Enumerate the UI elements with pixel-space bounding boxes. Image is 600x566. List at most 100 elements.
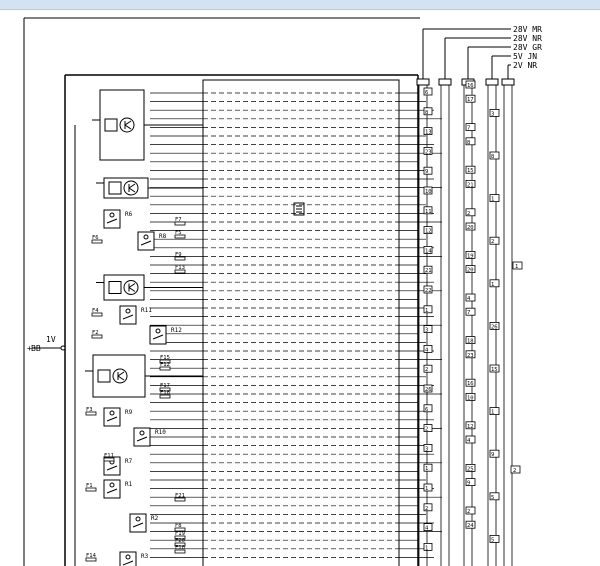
- connector-pin-label: 1: [425, 486, 428, 492]
- bus-pin-label: 24: [467, 523, 474, 529]
- relay-coil-icon: [143, 234, 149, 240]
- bus-pin-box: [465, 123, 476, 131]
- connector-pin: 4: [423, 523, 433, 532]
- bus-pin-label: 20: [467, 225, 474, 231]
- diagram-frame: [23, 17, 420, 566]
- supply-input-connector: BB: [31, 344, 41, 353]
- bus-pin-label: 3: [491, 111, 494, 117]
- bus-pin-box: [465, 336, 476, 345]
- connector-pin: 3: [423, 443, 433, 452]
- connector-pin-box: [423, 305, 433, 314]
- bus-pin-label: 1: [491, 410, 494, 416]
- bus-pin-box: [465, 520, 476, 529]
- connector-pin: 12: [423, 226, 433, 235]
- viewer-top-bar: [0, 0, 600, 10]
- bus-pin: 5: [489, 492, 500, 501]
- bus-pin-label: 15: [467, 168, 474, 174]
- transistor-icon: [123, 180, 139, 196]
- supply-input-label: + BB 1V: [27, 335, 56, 353]
- fuse-label: F19: [175, 531, 185, 537]
- bus-label: 28V GR: [513, 43, 542, 52]
- bus-connector: [438, 78, 452, 86]
- bus-pin: 2: [465, 208, 476, 217]
- relay: R3: [119, 551, 149, 566]
- fuse: F3: [85, 407, 97, 416]
- fuse-label: F17: [160, 383, 170, 389]
- bus-pin-box: [465, 222, 476, 231]
- fuse-icon: [159, 366, 171, 371]
- relay-box: [137, 231, 155, 251]
- connector-pin-box: [423, 265, 433, 274]
- bus-pin-box: [465, 137, 476, 146]
- connector-pin-label: 22: [425, 288, 432, 294]
- right-pin: 2: [510, 465, 521, 474]
- bus-pin-label: 9: [491, 452, 494, 458]
- bus-pin-label: 25: [467, 466, 474, 472]
- relay-contact: [106, 218, 118, 224]
- relay: R10: [133, 427, 166, 447]
- relay-label: R2: [151, 515, 159, 522]
- relay-label: R3: [141, 553, 149, 560]
- bus-pin-box: [489, 492, 500, 501]
- connector-pin-label: 2: [425, 367, 428, 373]
- bus-pin-box: [465, 94, 476, 103]
- connector-pin-box: [423, 384, 433, 393]
- bus-pin-box: [465, 463, 476, 472]
- fuse-icon: [159, 359, 171, 364]
- bus-pin: 21: [465, 179, 476, 188]
- transistor-icon: [119, 117, 135, 133]
- bus-pin: 23: [465, 350, 476, 359]
- bus-pin: 1: [489, 279, 500, 288]
- fuse: F4: [91, 308, 103, 317]
- bus-pin-label: 19: [467, 253, 474, 259]
- supply-input-voltage: 1V: [46, 335, 56, 344]
- relay-contact: [136, 436, 148, 442]
- relay-coil-icon: [109, 212, 115, 218]
- bus-pin-box: [465, 179, 476, 188]
- fuse: F14: [85, 553, 97, 562]
- bus-rails: [416, 28, 515, 566]
- bus-pin: 9: [489, 449, 500, 458]
- relay: R7: [103, 456, 133, 476]
- bus-pin: 3: [489, 109, 500, 117]
- connector-pin: 10: [423, 186, 433, 195]
- ic-icon: [97, 369, 111, 383]
- fuse-label: F13: [175, 265, 185, 271]
- connector-pin-label: 1: [425, 466, 428, 472]
- connector-pin: 1: [423, 543, 433, 551]
- relay: R11: [119, 305, 152, 325]
- connector-pin: 2: [423, 503, 433, 512]
- connector-pin-box: [423, 186, 433, 195]
- connector-pin-box: [423, 87, 433, 96]
- relay-contact: [106, 488, 118, 494]
- connector-pin-box: [423, 543, 433, 551]
- relay-coil-icon: [139, 430, 145, 436]
- bus-pin: 4: [465, 293, 476, 302]
- bus-pin-box: [489, 364, 500, 373]
- bus-pin-label: 26: [491, 324, 498, 330]
- fuse: F18: [159, 390, 171, 399]
- fuse-icon: [91, 334, 103, 339]
- bus-pin: 16: [465, 80, 476, 89]
- connector-pin: 6: [423, 87, 433, 96]
- connector-pin-label: 13: [425, 130, 432, 136]
- fuse-icon: [174, 269, 186, 274]
- connector-pin-box: [423, 404, 433, 413]
- transistor-emitter: [124, 124, 132, 130]
- connector-pin-label: 2: [425, 506, 428, 512]
- bus-pin: 24: [465, 520, 476, 529]
- fuse-label: F21: [175, 493, 185, 499]
- bus-pin-label: 1: [491, 282, 494, 288]
- bus-pin-box: [465, 208, 476, 217]
- bus-pin: 19: [465, 250, 476, 259]
- bus-pin: 8: [465, 137, 476, 146]
- bus-label: 2V NR: [513, 61, 537, 70]
- connector-pin-box: [423, 245, 433, 254]
- driver-module: [85, 354, 203, 398]
- connector-pin-box: [423, 107, 433, 116]
- bus-pin-box: [489, 449, 500, 458]
- fuse: F2: [91, 330, 103, 339]
